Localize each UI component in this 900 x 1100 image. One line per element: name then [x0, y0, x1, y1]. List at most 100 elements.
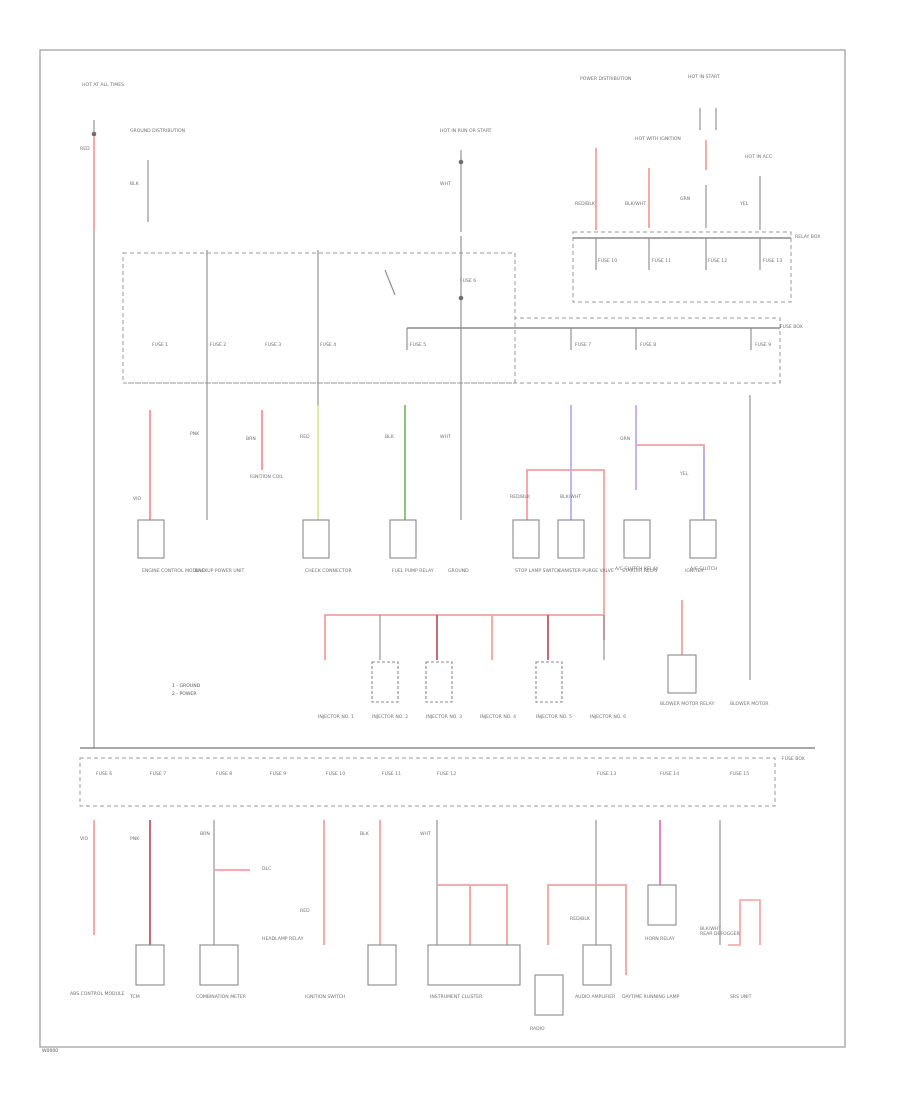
wire-color-tag: VIO [80, 836, 88, 842]
legend-item-2: 2 - POWER [172, 691, 197, 697]
lower-component-label: HORN RELAY [645, 936, 675, 942]
injector-section [324, 614, 605, 703]
lower-fuse-label: FUSE 7 [150, 771, 166, 777]
lower-component-label: COMBINATION METER [196, 994, 247, 1000]
middle-component-label: STOP LAMP SWITCH [515, 568, 561, 574]
upper-fuse-label: FUSE 11 [652, 258, 671, 264]
wire-color-tag: WHT [440, 434, 451, 440]
wire-color-tag: BRN [200, 831, 210, 837]
figure-code: W0000 [42, 1048, 58, 1054]
wire-color-tag: BRN [246, 436, 256, 442]
middle-component-label: STARTER RELAY [622, 568, 658, 574]
wire-color-tag: BLK [360, 831, 370, 837]
wire-color-tag: GRN [680, 196, 690, 202]
legend: 1 - GROUND 2 - POWER [172, 683, 201, 697]
injector-label: INJECTOR NO. 4 [480, 714, 516, 720]
wire-color-tag: GRN [620, 436, 630, 442]
wire-color-tag: VIO [133, 496, 141, 502]
lower-component-label: RADIO [530, 1026, 545, 1032]
comp-canister-purge [557, 519, 585, 559]
lower-component-label: SRS UNIT [730, 994, 752, 1000]
right-component-label: A/C CLUTCH [690, 566, 717, 572]
wire-color-tag: RED [80, 146, 90, 152]
right-component-labels: A/C CLUTCH RELAY A/C CLUTCH BLOWER MOTOR R… [615, 566, 769, 707]
injector-2 [425, 661, 453, 703]
right-components [667, 600, 751, 694]
injector-label: INJECTOR NO. 6 [590, 714, 626, 720]
injector-labels: INJECTOR NO. 1 INJECTOR NO. 2 INJECTOR NO.… [318, 714, 626, 720]
middle-component-label: IGNITER [685, 568, 704, 574]
source-label-battery: HOT AT ALL TIMES [82, 82, 124, 88]
upper-fuse-label: FUSE 8 [640, 342, 656, 348]
upper-fuse-label: FUSE 9 [755, 342, 771, 348]
lower-component-label: ABS CONTROL MODULE [70, 991, 125, 997]
lower-component-label: DAYTIME RUNNING LAMP [622, 994, 680, 1000]
comp-stop-lamp-switch [512, 519, 540, 559]
top-source-acc-feed: HOT IN ACC [745, 154, 772, 230]
comp-instrument-cluster [427, 944, 521, 986]
right-component-label: A/C CLUTCH RELAY [615, 566, 658, 572]
wire-color-tag: BLK [385, 434, 395, 440]
lower-component-label: IGNITION SWITCH [305, 994, 345, 1000]
middle-component-label: GROUND [448, 568, 469, 574]
upper-fuse-label: FUSE 5 [410, 342, 426, 348]
source-label-relay-feed: HOT WITH IGNITION [635, 136, 681, 142]
wire-color-tag: YEL [679, 471, 689, 477]
lower-component-label: REAR DEFOGGER [700, 931, 741, 937]
wire-color-tag: BLK [130, 181, 140, 187]
lower-fuse-label: FUSE 6 [96, 771, 112, 777]
upper-fuse-label: FUSE 2 [210, 342, 226, 348]
top-source-ignition: HOT IN RUN OR START [440, 128, 492, 232]
wire-color-tag: YEL [739, 201, 749, 207]
diagram-frame [39, 49, 846, 1048]
comp-audio-amplifier [582, 944, 612, 986]
source-label-acc-feed: HOT IN ACC [745, 154, 772, 160]
wire-color-tag: BLK/WHT [700, 926, 721, 932]
middle-component-label: BACKUP POWER UNIT [195, 568, 245, 574]
wire-color-tag: RED [300, 434, 310, 440]
lower-fuse-label: FUSE 10 [326, 771, 345, 777]
middle-component-label: FUEL PUMP RELAY [392, 568, 434, 574]
comp-starter-relay [623, 519, 651, 559]
middle-component-label: CANISTER PURGE VALVE [558, 568, 614, 574]
top-source-power-dist: POWER DISTRIBUTION [580, 76, 631, 230]
source-label-power-dist: POWER DISTRIBUTION [580, 76, 631, 82]
wire-color-tag: WHT [440, 181, 451, 187]
injector-label: INJECTOR NO. 5 [536, 714, 572, 720]
top-source-ground-block: GROUND DISTRIBUTION [130, 128, 185, 222]
comp-ignition-coil [302, 519, 330, 559]
comp-blower-motor [667, 654, 697, 694]
middle-component-label: ENGINE CONTROL MODULE [142, 568, 205, 574]
upper-fuse-label: FUSE 7 [575, 342, 591, 348]
upper-fuse-label: FUSE 3 [265, 342, 281, 348]
right-component-label: BLOWER MOTOR RELAY [660, 701, 714, 707]
lower-fuse-box-label: FUSE BOX [782, 756, 805, 762]
comp-tcm [135, 944, 165, 986]
upper-fuse-label: FUSE 4 [320, 342, 336, 348]
comp-fuel-pump-relay [389, 519, 417, 559]
lower-fuse-label: FUSE 9 [270, 771, 286, 777]
top-source-relay-feed: HOT WITH IGNITION [635, 136, 681, 228]
middle-component-boxes [137, 519, 717, 559]
lower-component-label: HEADLAMP RELAY [262, 936, 304, 942]
middle-component-label: IGNITION COIL [250, 474, 284, 480]
comp-ecm [137, 519, 165, 559]
comp-igniter [689, 519, 717, 559]
injector-label: INJECTOR NO. 1 [318, 714, 354, 720]
lower-wires [93, 820, 761, 975]
upper-fuse-label: FUSE 13 [763, 258, 782, 264]
lower-fuse-label: FUSE 8 [216, 771, 232, 777]
relay-box: RELAY BOX [572, 231, 820, 303]
lower-fuse-label: FUSE 15 [730, 771, 749, 777]
top-source-start-feed: HOT IN START [688, 74, 720, 228]
upper-fuse-label: FUSE 10 [598, 258, 617, 264]
middle-wires [149, 250, 751, 640]
top-source-battery: HOT AT ALL TIMES [82, 82, 124, 230]
wire-color-tag: RED/BLK [570, 916, 591, 922]
injector-label: INJECTOR NO. 2 [372, 714, 408, 720]
lower-component-label: INSTRUMENT CLUSTER [430, 994, 483, 1000]
